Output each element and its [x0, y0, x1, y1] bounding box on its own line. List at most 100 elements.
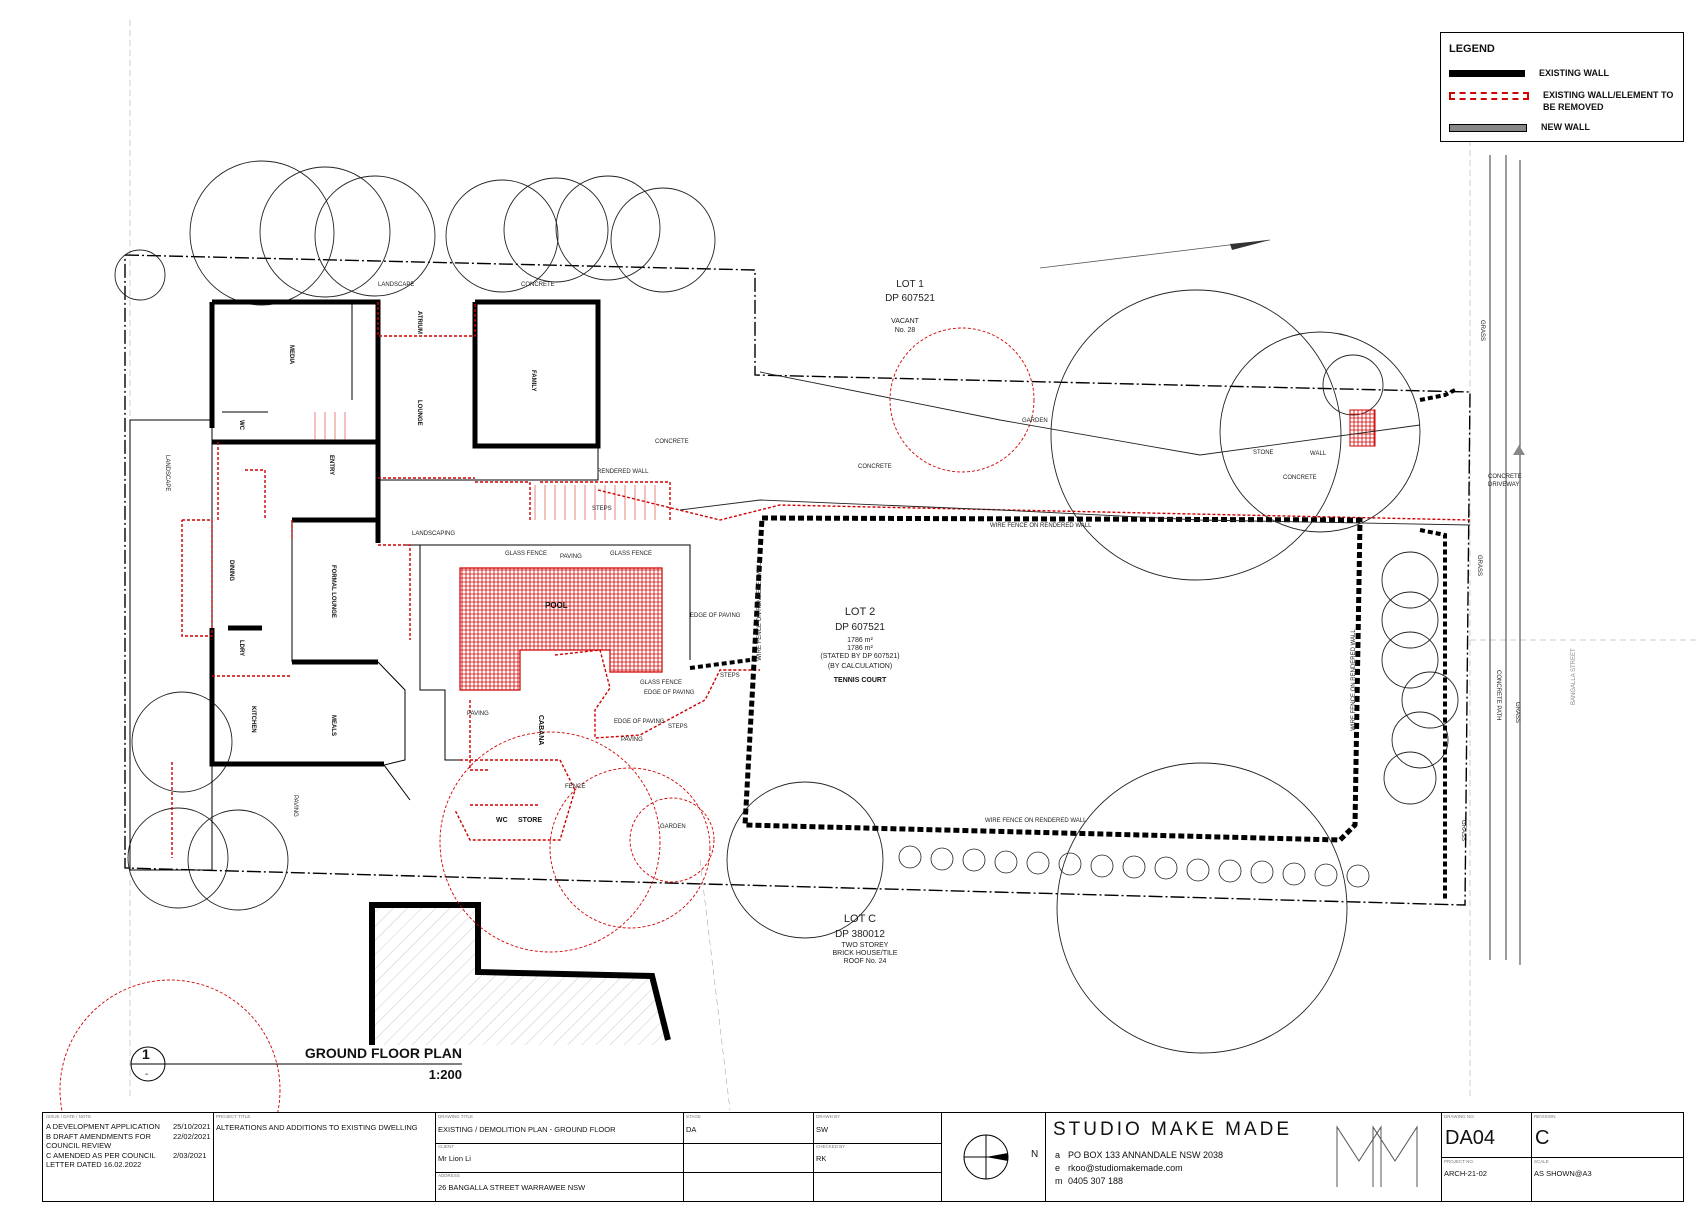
- row-divider: [1441, 1157, 1683, 1158]
- scale-value: AS SHOWN@A3: [1534, 1169, 1592, 1178]
- site-labels: LANDSCAPE CONCRETE LANDSCAPE CONCRETE CO…: [164, 282, 1577, 841]
- project-title: ALTERATIONS AND ADDITIONS TO EXISTING DW…: [216, 1123, 418, 1132]
- lot1-dp: DP 607521: [885, 293, 935, 304]
- hedge-trees: [898, 845, 1370, 888]
- label-paving1: PAVING: [560, 554, 582, 560]
- label-glass-fence: GLASS FENCE: [505, 551, 547, 557]
- room-dining: DINING: [228, 560, 234, 581]
- lot2-note1: (STATED BY DP 607521): [820, 653, 899, 660]
- contact-a-key: a: [1055, 1150, 1061, 1160]
- legend-label: NEW WALL: [1541, 122, 1590, 132]
- lotc-name: LOT C: [844, 913, 876, 925]
- room-labels: MEDIA ATRIUM LOUNGE FAMILY WC ENTRY DINI…: [228, 311, 568, 824]
- grid-lines: [129, 20, 1700, 1111]
- north-symbol-icon: [963, 1134, 1009, 1180]
- drawn-cell: [813, 1113, 942, 1201]
- label-concrete-path: CONCRETE PATH: [1495, 670, 1501, 720]
- stage-value: DA: [686, 1125, 697, 1134]
- label-paving4: PAVING: [292, 795, 298, 817]
- title-block: ISSUE / DATE / NOTE A DEVELOPMENT APPLIC…: [42, 1112, 1684, 1202]
- lot1-note2: No. 28: [895, 327, 916, 334]
- legend-label: EXISTING WALL: [1539, 68, 1610, 78]
- room-pool: POOL: [545, 601, 568, 610]
- legend-item-new-wall: NEW WALL: [1449, 121, 1681, 133]
- label-garden1: GARDEN: [660, 824, 686, 830]
- tennis-step: [689, 658, 751, 670]
- studio-logo-icon: [1336, 1125, 1418, 1187]
- property-boundary: [124, 254, 1471, 906]
- driveway-marker: [1513, 445, 1525, 455]
- north-label: N: [1031, 1149, 1039, 1160]
- label-concrete-mid: CONCRETE: [655, 439, 689, 445]
- contact-email: rkoo@studiomakemade.com: [1068, 1163, 1183, 1173]
- project-cell: [213, 1113, 436, 1201]
- label-glass-fence3: GLASS FENCE: [640, 680, 682, 686]
- drawing-title-cell: [435, 1113, 684, 1201]
- label-garden2: GARDEN: [1022, 418, 1048, 424]
- room-formal-lounge: FORMAL LOUNGE: [330, 565, 336, 618]
- new-wall-swatch: [1449, 124, 1527, 132]
- label-fence: FENCE: [565, 784, 585, 790]
- lot-labels: LOT 1 DP 607521 VACANT No. 28 LOT 2 DP 6…: [820, 279, 935, 965]
- room-media: MEDIA: [288, 345, 294, 365]
- issue-c: C AMENDED AS PER COUNCIL LETTER DATED 16…: [46, 1151, 156, 1169]
- issue-a-date: 25/10/2021: [173, 1122, 211, 1131]
- revision-label: REVISION: [1534, 1114, 1556, 1119]
- room-wc2: WC: [496, 817, 508, 824]
- legend: LEGEND EXISTING WALL EXISTING WALL/ELEME…: [1440, 32, 1684, 142]
- plan-title: GROUND FLOOR PLAN: [305, 1045, 462, 1061]
- col-divider: [1531, 1113, 1532, 1201]
- col-divider: [1045, 1113, 1046, 1201]
- issues-header: ISSUE / DATE / NOTE: [46, 1114, 92, 1119]
- plan-north-arrow: [1039, 239, 1271, 269]
- issue-c-date: 2/03/2021: [173, 1151, 207, 1160]
- plan-scale: 1:200: [429, 1067, 462, 1082]
- issue-b: B DRAFT AMENDMENTS FOR COUNCIL REVIEW: [46, 1132, 151, 1150]
- label-street: BANGALLA STREET: [1571, 648, 1577, 705]
- label-landscaping: LANDSCAPING: [412, 531, 455, 537]
- label-landscape-left: LANDSCAPE: [164, 455, 170, 491]
- lot1-note1: VACANT: [891, 318, 920, 325]
- legend-label: EXISTING WALL/ELEMENT TO BE REMOVED: [1543, 90, 1674, 112]
- contact-m-key: m: [1055, 1176, 1063, 1186]
- row-divider: [435, 1143, 941, 1144]
- client-name: Mr Lion Li: [438, 1154, 471, 1163]
- room-family: FAMILY: [530, 370, 536, 391]
- tennis-court: [742, 515, 1363, 843]
- drawn-value: SW: [816, 1125, 829, 1134]
- drawn-label: DRAWN BY: [816, 1114, 841, 1119]
- lot2-note2: (BY CALCULATION): [828, 663, 892, 670]
- label-rendered-wall: RENDERED WALL: [597, 469, 649, 475]
- room-ldry: LDRY: [238, 640, 244, 656]
- issue-b-date: 22/02/2021: [173, 1132, 211, 1141]
- project-title-label: PROJECT TITLE: [216, 1114, 251, 1119]
- client-label: CLIENT: [438, 1144, 455, 1149]
- lotc-note1: TWO STOREY: [842, 942, 889, 949]
- room-kitchen: KITCHEN: [250, 706, 256, 733]
- label-steps3: STEPS: [668, 724, 688, 730]
- lot1-name: LOT 1: [896, 279, 924, 290]
- studio-name: STUDIO MAKE MADE: [1053, 1119, 1293, 1140]
- label-edge-paving3: EDGE OF PAVING: [614, 719, 665, 725]
- lotc-note3: ROOF No. 24: [844, 958, 887, 965]
- contact-address: PO BOX 133 ANNANDALE NSW 2038: [1068, 1150, 1224, 1160]
- lotc-dp: DP 380012: [835, 929, 885, 940]
- checked-label: CHECKED BY: [816, 1144, 846, 1149]
- lot2-dp: DP 607521: [835, 622, 885, 633]
- label-concrete-right: CONCRETE: [1283, 475, 1317, 481]
- lot2-use: TENNIS COURT: [834, 677, 887, 684]
- label-stone: STONE: [1253, 450, 1274, 456]
- trees-removed: [59, 327, 1035, 1201]
- drawing-title: EXISTING / DEMOLITION PLAN - GROUND FLOO…: [438, 1125, 616, 1134]
- label-concrete-driveway2: DRIVEWAY: [1488, 482, 1519, 488]
- checked-value: RK: [816, 1154, 827, 1163]
- pool-shape: [459, 567, 663, 691]
- trees: [114, 160, 1459, 1054]
- issues-cell: [43, 1113, 214, 1201]
- label-paving3: PAVING: [467, 711, 489, 717]
- demolition-stairs: [314, 412, 656, 520]
- lot2-name: LOT 2: [845, 606, 875, 618]
- label-wire-right: WIRE FENCE ON RENDERED WALL: [1351, 629, 1357, 731]
